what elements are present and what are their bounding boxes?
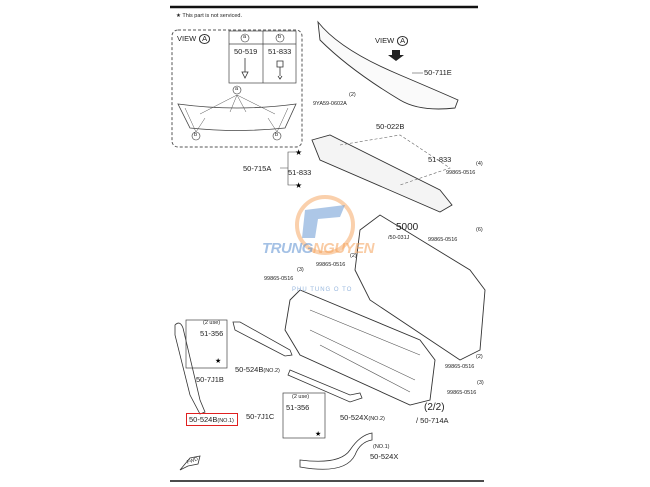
rear-grille-frame [354,214,486,361]
view-a-inset-frame [171,29,303,148]
lower-molding-no1-part [299,432,373,470]
molding-no1-part [174,322,206,415]
qty: (3) [477,380,484,386]
label-51-356[interactable]: 51-356 [200,329,224,338]
table-part-b: 51-833 [268,47,292,56]
upper-bracket-part [311,134,453,213]
tag-no1: (NO.1) [373,444,390,450]
fwd-arrow-icon [179,455,201,471]
qty: (2) [350,253,357,259]
label-50-524b-no2[interactable]: 50-524B(NO.2) [235,365,280,374]
clip-icon [276,60,284,80]
label-51-356[interactable]: 51-356 [286,403,310,412]
label-50-7j1b[interactable]: 50-7J1B [196,375,224,384]
qty: (4) [476,161,483,167]
watermark-logo-ring [295,195,355,255]
legend: ★ This part is not serviced. [176,13,242,19]
table-col-a: a [243,34,247,40]
table-col-b: b [278,34,282,40]
label-99865-0516[interactable]: 99865-0516 [447,390,477,396]
label-50-7j1c[interactable]: 50-7J1C [246,412,275,421]
qty: (3) [297,267,304,273]
svg-text:★: ★ [315,430,321,438]
svg-text:★: ★ [215,357,221,365]
callout-b: b [275,132,279,138]
label-99865-0516[interactable]: 99865-0516 [316,262,346,268]
ref-2-2[interactable]: (2/2) [424,402,445,413]
label-99865-0516[interactable]: 99865-0516 [445,364,475,370]
label-99865-0516[interactable]: 99865-0516 [446,170,476,176]
molding-no2-part [232,321,293,357]
box2-use: (2 use) [292,394,310,400]
qty: (6) [476,227,483,233]
callout-a: a [235,86,239,92]
ref-5000[interactable]: 5000 [396,222,419,233]
box-50-7j1b [185,319,228,369]
view-direction-arrow-icon [388,50,404,61]
label-99865-0516[interactable]: 99865-0516 [264,276,294,282]
label-50-524x-no1[interactable]: 50-524X [370,452,399,461]
label-50-524b-no1[interactable]: 50-524B(NO.1) [189,415,234,424]
label-50-022b[interactable]: 50-022B [376,122,405,131]
rivet-icon [241,58,249,79]
label-50-715a[interactable]: 50-715A [243,164,272,173]
watermark-tagline: PHU TUNG Ô TÔ [292,287,353,293]
svg-text:★: ★ [295,181,302,190]
lower-molding-no2-part [287,369,363,403]
cover-underside [177,103,297,131]
label-51-833[interactable]: 51-833 [288,168,312,177]
box-50-7j1c [282,392,326,439]
callout-b: b [194,132,198,138]
box1-use: (2 use) [203,320,221,326]
table-part-a: 50-519 [234,47,258,56]
ref-50-714a[interactable]: / 50-714A [416,416,449,425]
watermark-logo-mark [302,205,345,238]
view-a-title: VIEW [177,34,197,43]
fastener-table [228,30,297,84]
label-9ya59-0602a[interactable]: 9YA59-0602A [313,101,347,107]
label-50-711e[interactable]: 50-711E [424,68,452,77]
highlight-box [186,413,238,426]
qty: (2) [349,92,356,98]
qty: (2) [476,354,483,360]
watermark-brand: TRUNGNGUYEN [262,240,375,257]
svg-text:★: ★ [295,148,302,157]
grille-cover-part [317,20,459,110]
label-51-833[interactable]: 51-833 [428,155,452,164]
label-50-524x-no2[interactable]: 50-524X(NO.2) [340,413,385,422]
ref-50-031j[interactable]: /50-031J [388,235,410,241]
label-99865-0516[interactable]: 99865-0516 [428,237,458,243]
front-grille-frame [284,289,436,406]
view-a-circle: A [199,34,211,44]
